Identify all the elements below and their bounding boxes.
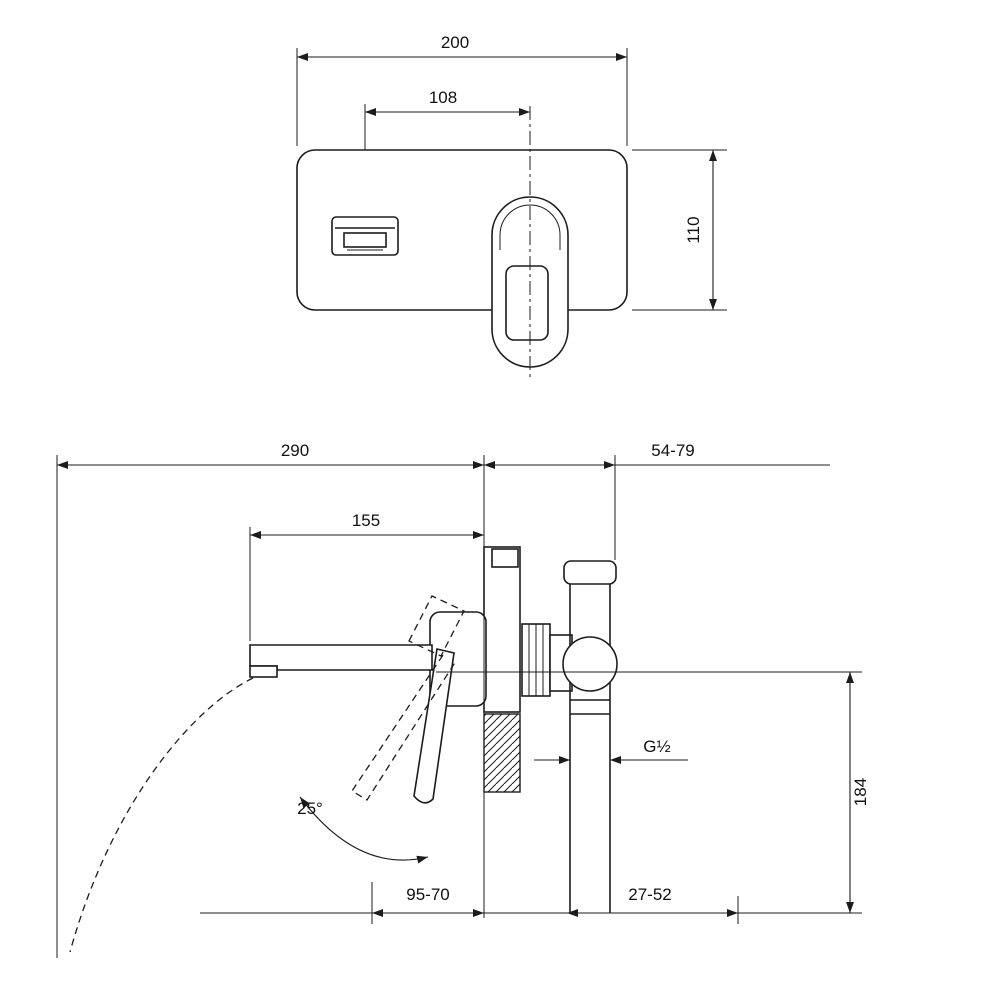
thread-label: G½ [643,737,670,756]
dim-108-label: 108 [429,88,457,107]
dim-95-70-label: 95-70 [406,885,449,904]
pipe-cap [563,560,617,585]
angle-label: 25° [297,799,323,818]
dim-plate-height: 110 [632,149,727,311]
dim-184-label: 184 [851,778,870,806]
thread-callout: G½ [534,737,688,764]
aerator [249,665,278,678]
dim-290-label: 290 [281,441,309,460]
dim-spout-length: 155 [249,511,485,641]
bottom-dims: 95-70 27-52 [200,882,862,924]
spout-side [249,644,433,678]
dim-height-below: 184 [846,672,870,913]
dim-54-79-label: 54-79 [651,441,694,460]
wall-section-hatch [483,713,521,793]
dim-projection: 290 [56,441,484,958]
dim-27-52-label: 27-52 [628,885,671,904]
side-view: 290 54-79 155 184 95-70 [56,441,870,958]
dim-front-width: 200 [296,33,628,146]
elbow-joint [562,636,618,692]
dim-200-label: 200 [441,33,469,52]
handle-raised-dashed [408,595,465,657]
dim-wall-range: 54-79 [484,441,830,469]
handle-alt-positions [351,595,465,801]
front-view: 200 108 110 [296,33,727,378]
concealed-body [483,560,618,913]
wall-plate-side [483,546,521,713]
handle-swung-dashed [351,654,457,801]
spout-outlet-front [331,216,399,256]
dim-110-label: 110 [684,216,703,243]
water-stream-dashed [69,677,254,953]
handle-swing-arc: 25° [297,796,429,864]
dim-155-label: 155 [352,511,380,530]
plate-top-detail [491,548,519,568]
